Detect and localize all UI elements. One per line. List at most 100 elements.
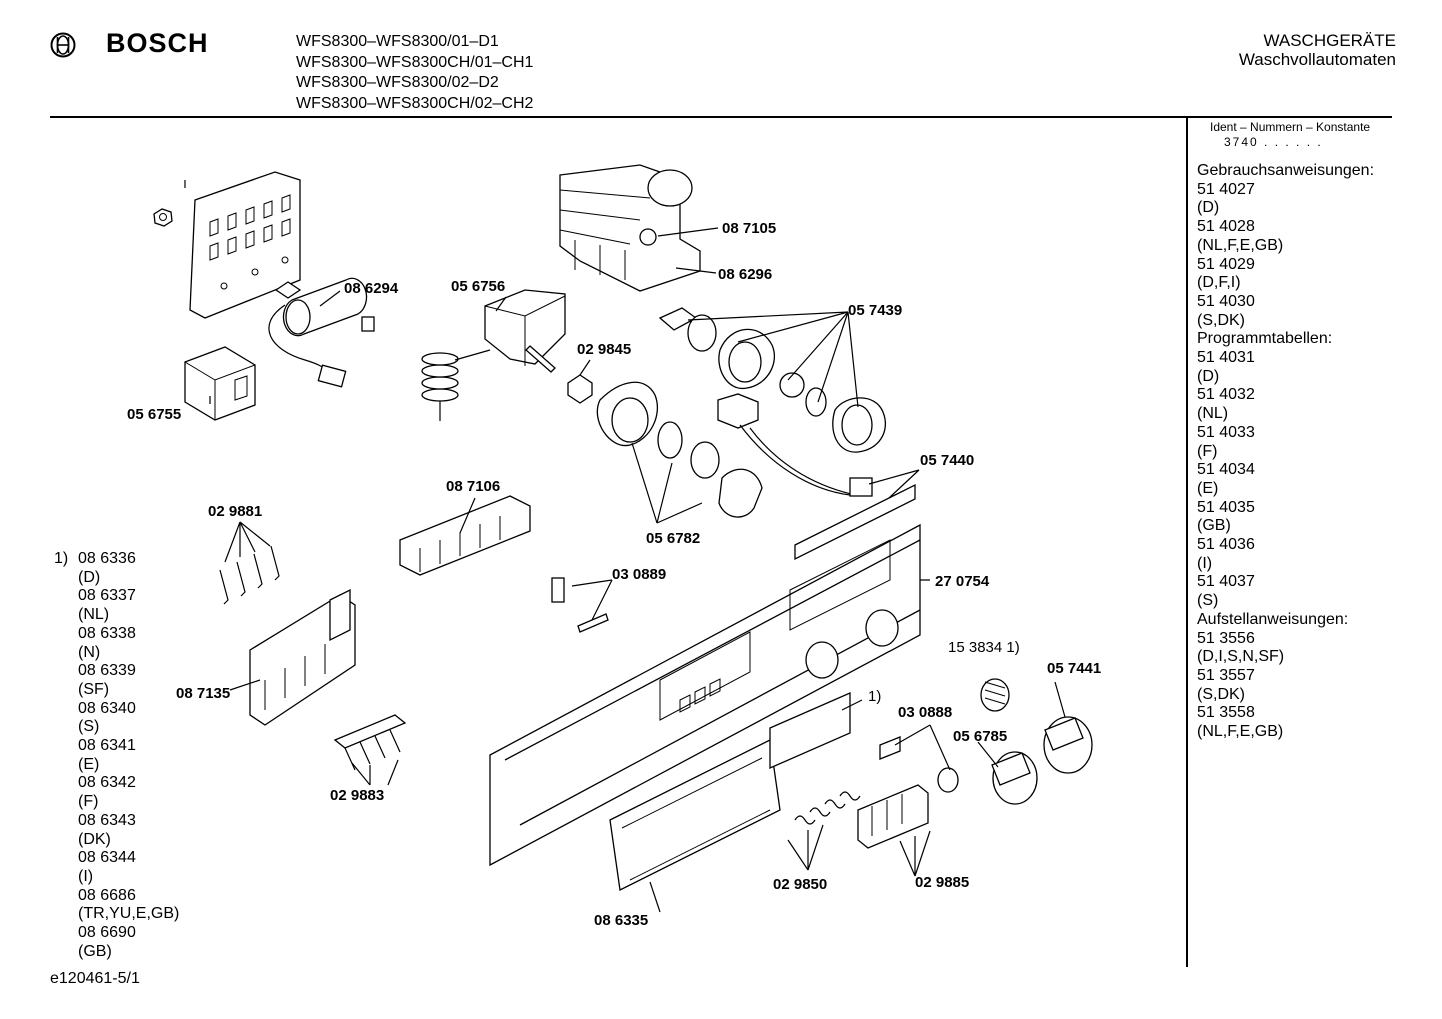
document-id: e120461-5/1	[50, 970, 140, 987]
document-reference-line: (D,F,I)	[1197, 274, 1241, 292]
document-reference-line: Programmtabellen:	[1197, 330, 1333, 348]
part-label: 05 7441	[1047, 660, 1102, 677]
footnote-body: 08 6336(D)08 6337(NL)08 6338(N)08 6339(S…	[78, 550, 179, 961]
document-reference-line: 51 4035	[1197, 498, 1255, 516]
part-label: 02 9850	[773, 876, 828, 893]
document-reference-line: (NL,F,E,GB)	[1197, 723, 1284, 741]
model-line: WFS8300–WFS8300CH/02–CH2	[296, 94, 534, 112]
footnote-line: (SF)	[78, 680, 110, 698]
footnote-line: 08 6336	[78, 550, 136, 567]
document-reference-line: (GB)	[1197, 517, 1231, 535]
footnote-line: (D)	[78, 568, 101, 586]
small-bracket-part	[551, 577, 609, 633]
document-reference-line: 51 4030	[1197, 292, 1255, 310]
timer-part	[559, 164, 701, 292]
part-label: 02 9845	[577, 341, 632, 358]
category-block: WASCHGERÄTE Waschvollautomaten	[1239, 31, 1396, 69]
footnote-line: (TR,YU,E,GB)	[78, 905, 180, 923]
part-label: 15 3834 1)	[948, 639, 1020, 656]
footnote-line: (I)	[78, 867, 94, 885]
document-reference-line: 51 4032	[1197, 386, 1255, 404]
part-label: 08 6335	[594, 912, 649, 929]
part-label: 1)	[868, 688, 882, 705]
cover-panel-part	[609, 692, 851, 891]
document-reference-line: (S)	[1197, 592, 1219, 610]
knob-part	[567, 374, 763, 518]
document-reference-line: (D)	[1197, 367, 1220, 385]
push-button-switch-part	[249, 588, 356, 726]
footnote-list: 1) 08 6336(D)08 6337(NL)08 6338(N)08 633…	[54, 550, 179, 961]
document-reference-line: (E)	[1197, 479, 1219, 497]
ident-title: Ident – Nummern – Konstante	[1210, 120, 1371, 134]
ident-block: Ident – Nummern – Konstante 3740 . . . .…	[1210, 120, 1370, 150]
part-label: 05 6756	[451, 278, 506, 295]
document-reference-line: 51 4037	[1197, 573, 1255, 591]
part-label: 08 7106	[446, 478, 501, 495]
part-label: 02 9881	[208, 503, 263, 520]
document-reference-line: 51 4033	[1197, 423, 1255, 441]
spring-clip-part	[219, 545, 280, 605]
category-subtitle: Waschvollautomaten	[1238, 50, 1396, 69]
footnote-line: (DK)	[78, 830, 111, 848]
leader-lines	[184, 180, 1066, 913]
part-label: 08 6296	[718, 266, 773, 283]
footnote-line: (N)	[78, 643, 101, 661]
header-divider	[50, 116, 1392, 118]
part-label: 08 6294	[344, 280, 399, 297]
document-reference-line: (F)	[1197, 442, 1218, 460]
transformer-part	[184, 346, 256, 421]
part-label: 05 7439	[848, 302, 903, 319]
model-line: WFS8300–WFS8300/01–D1	[296, 33, 499, 50]
part-label: 05 6782	[646, 530, 701, 547]
model-list: WFS8300–WFS8300/01–D1 WFS8300–WFS8300CH/…	[296, 32, 533, 114]
footnote-line: (NL)	[78, 606, 110, 624]
switch-block-part	[399, 495, 531, 576]
switch-part	[421, 289, 566, 421]
capacitor-part	[268, 277, 375, 388]
part-label: 27 0754	[935, 573, 990, 590]
ident-value: 3740 . . . . . .	[1224, 135, 1323, 149]
document-reference-line: (S,DK)	[1197, 311, 1245, 329]
footnote-line: 08 6337	[78, 587, 136, 605]
document-reference-line: (D,I,S,N,SF)	[1197, 648, 1285, 666]
bosch-armature-icon	[50, 32, 76, 58]
footnote-line: 08 6340	[78, 699, 136, 717]
light-strip-part	[794, 483, 916, 561]
footnote-line: (GB)	[78, 942, 112, 960]
document-reference-line: 51 4036	[1197, 536, 1255, 554]
document-reference-line: Aufstellanweisungen:	[1197, 610, 1349, 628]
document-reference-line: Gebrauchsanweisungen:	[1197, 162, 1375, 179]
model-line: WFS8300–WFS8300CH/01–CH1	[296, 53, 534, 71]
footnote-line: 08 6338	[78, 624, 136, 642]
footnote-line: 08 6690	[78, 924, 136, 942]
document-reference-line: (NL)	[1197, 405, 1229, 423]
connector-clip-part	[333, 714, 407, 771]
selector-knob-part	[658, 307, 886, 497]
footnote-marker: 1)	[54, 550, 69, 567]
model-line: WFS8300–WFS8300/02–D2	[296, 74, 499, 91]
document-reference-line: 51 3557	[1197, 666, 1255, 684]
footnote-line: (E)	[78, 755, 100, 773]
document-reference-line: 51 4031	[1197, 349, 1255, 367]
footnote-line: (F)	[78, 793, 99, 811]
document-reference-line: (I)	[1197, 554, 1213, 572]
document-reference-line: (S,DK)	[1197, 685, 1245, 703]
document-reference-line: 51 4029	[1197, 255, 1255, 273]
document-reference-line: (NL,F,E,GB)	[1197, 236, 1284, 254]
document-reference-list: Gebrauchsanweisungen:51 4027(D)51 4028(N…	[1197, 162, 1374, 742]
footnote-row: 1) 08 6336(D)08 6337(NL)08 6338(N)08 633…	[54, 550, 179, 961]
footnote-line: 08 6343	[78, 811, 136, 829]
part-label: 05 6755	[127, 406, 182, 423]
sidebar-divider	[1186, 117, 1188, 967]
footnote-line: 08 6686	[78, 886, 136, 904]
brand-name: BOSCH	[106, 28, 209, 58]
part-label: 02 9883	[330, 787, 385, 804]
part-label: 08 7135	[176, 685, 231, 702]
document-reference-line: (D)	[1197, 199, 1220, 217]
footnote-line: 08 6342	[78, 774, 136, 792]
control-panel-part	[489, 523, 921, 867]
mounting-bracket	[153, 171, 301, 319]
document-reference-line: 51 4034	[1197, 461, 1255, 479]
part-label: 08 7105	[722, 220, 777, 237]
